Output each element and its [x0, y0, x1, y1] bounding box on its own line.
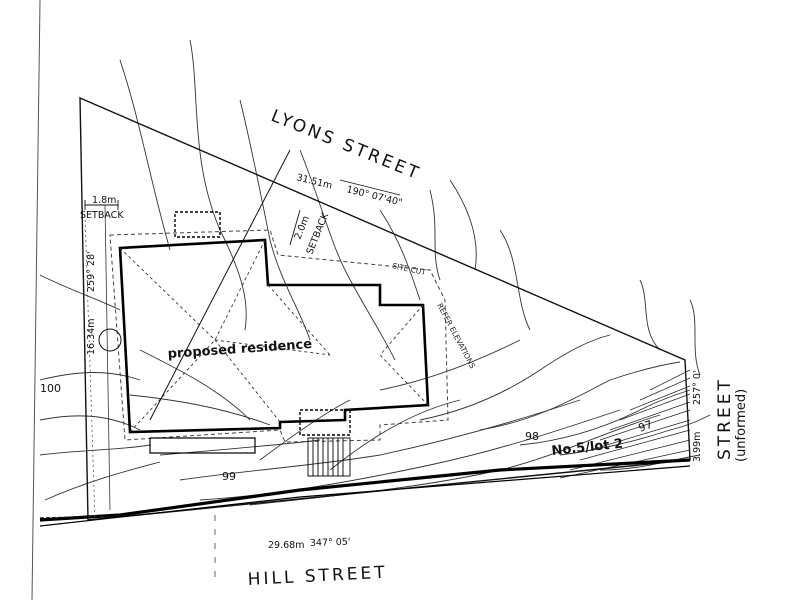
lyons-street-label: LYONS STREET [268, 106, 424, 184]
setback-top-dist: 2.0m [293, 214, 312, 241]
deck-box [299, 409, 351, 436]
site-cut-label: SITE CUT [392, 261, 428, 277]
lot-label: No.5/lot 2 [551, 437, 624, 459]
bearing-right-length: 3.99m [692, 432, 703, 462]
contour-97-label: 97 [637, 418, 655, 435]
scan-margin-line [31, 0, 41, 600]
entry-porch [174, 211, 221, 238]
hill-street-label: HILL STREET [247, 563, 388, 590]
bearing-left-angle: 259° 28' [86, 251, 97, 292]
bearing-top-angle: 190° 07'40" [345, 184, 403, 208]
bearing-tick-top [339, 179, 401, 196]
bearing-right-angle: 257° 0' [692, 370, 703, 405]
bearing-bottom-length: 29.68m [268, 540, 304, 551]
contour-99-label: 99 [222, 470, 236, 483]
water-tank [98, 328, 122, 352]
setback-outline [109, 229, 449, 443]
setback-dim-left [84, 200, 119, 210]
stairs [307, 437, 351, 477]
dotted-alignment-left [84, 214, 96, 521]
right-street-sublabel: (unformed) [734, 389, 749, 462]
contour-98-label: 98 [525, 430, 539, 443]
section-marker [39, 514, 141, 519]
left-setback-line [104, 204, 111, 511]
building-label: proposed residence [167, 337, 312, 362]
right-street-label: STREET [715, 377, 735, 460]
setback-dim-top [289, 209, 301, 246]
lower-terrace [149, 437, 256, 454]
contour-lines [39, 39, 711, 506]
hill-street-edge [39, 458, 691, 522]
setback-left-dist: 1.8m [92, 195, 116, 206]
bearing-bottom-angle: 347° 05' [310, 537, 351, 549]
hill-street-edge-inner [39, 465, 691, 527]
contour-100-label: 100 [40, 382, 61, 395]
setback-left-word: SETBACK [80, 210, 124, 221]
bearing-left-length: 16.34m [86, 319, 97, 355]
survey-line [149, 149, 291, 421]
refer-elevations-label: REFER ELEVATIONS [435, 302, 477, 370]
hatch-strip [559, 369, 691, 479]
